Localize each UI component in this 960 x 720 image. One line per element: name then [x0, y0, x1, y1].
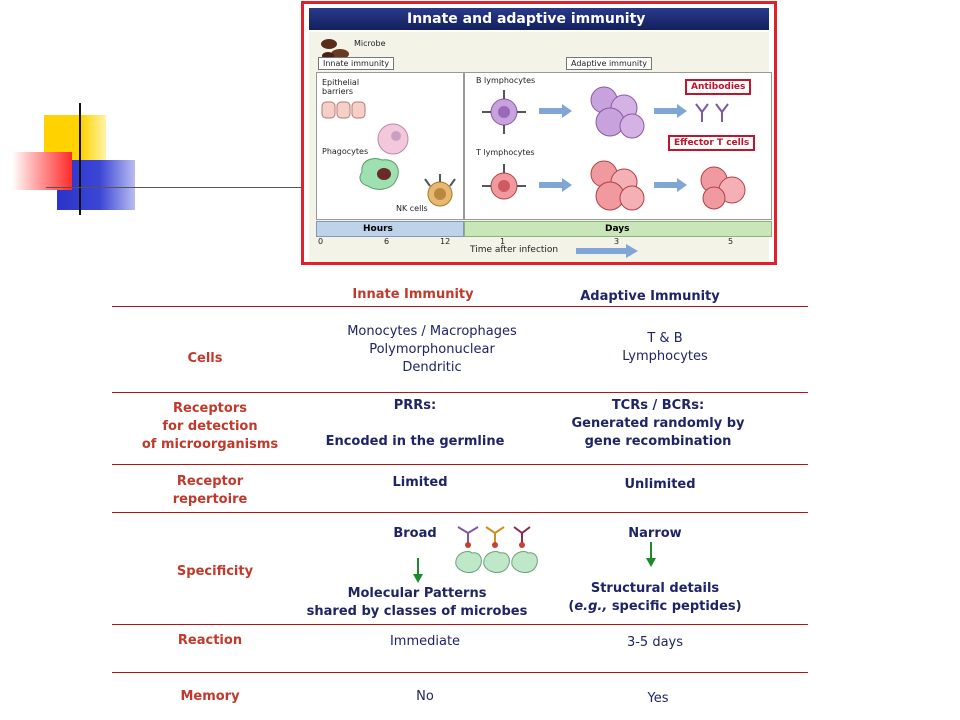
hours-bar: Hours [316, 221, 464, 237]
nk-cells-label: NK cells [396, 204, 428, 213]
tick-0: 0 [318, 237, 324, 246]
time-after-infection-label: Time after infection [470, 245, 559, 255]
innate-broad: Broad [393, 526, 437, 541]
effector-t-cells-box: Effector T cells [668, 135, 756, 151]
tick-5: 5 [728, 237, 734, 246]
innate-header: Innate Immunity [352, 287, 474, 302]
t-lymphocytes-label: T lymphocytes [476, 148, 535, 157]
table-rule [112, 392, 808, 393]
adaptive-narrow: Narrow [628, 526, 682, 541]
days-bar: Days [464, 221, 772, 237]
lymphocyte-expansion-diagram [482, 86, 746, 211]
phagocyte-pink-icon [377, 123, 409, 155]
adaptive-structural-details: Structural details (e.g., specific pepti… [568, 581, 742, 614]
b-lymphocytes-label: B lymphocytes [476, 76, 536, 85]
adaptive-header: Adaptive Immunity [580, 289, 720, 304]
row-label-receptors: Receptors for detection of microorganism… [141, 401, 279, 452]
table-rule [112, 512, 808, 513]
down-arrow-icon [646, 542, 656, 567]
innate-adaptive-figure: Innate and adaptive immunity Microbe Inn… [301, 1, 777, 265]
table-rule [112, 624, 808, 625]
innate-immunity-box: Innate immunity [318, 57, 395, 70]
decor-horizontal-line [46, 187, 301, 188]
tick-12: 12 [440, 237, 451, 246]
phagocyte-green-icon [359, 158, 399, 190]
tick-3: 3 [614, 237, 620, 246]
nk-cell-icon [424, 174, 456, 207]
down-arrow-icon [413, 558, 423, 583]
tick-1: 1 [500, 237, 506, 246]
adaptive-cells: T & B Lymphocytes [622, 331, 708, 364]
antibodies-box: Antibodies [685, 79, 752, 95]
innate-prrs: PRRs: [393, 398, 437, 413]
table-rule [112, 672, 808, 673]
decor-vertical-line [79, 103, 81, 215]
time-arrow-icon [576, 244, 638, 258]
row-label-repertoire: Receptor repertoire [172, 474, 248, 507]
row-label-cells: Cells [187, 351, 223, 366]
adaptive-reaction: 3-5 days [626, 635, 684, 650]
table-rule [112, 464, 808, 465]
innate-reaction: Immediate [389, 634, 461, 649]
phagocytes-label: Phagocytes [322, 147, 369, 156]
innate-encoded-germline: Encoded in the germline [325, 434, 505, 449]
adaptive-memory: Yes [647, 691, 669, 706]
table-rule [112, 306, 808, 307]
innate-cells: Monocytes / Macrophages Polymorphonuclea… [347, 324, 517, 375]
epithelial-barrier-icon [321, 101, 366, 119]
pathogen-receptor-illustration [455, 526, 538, 573]
figure-title: Innate and adaptive immunity [309, 8, 769, 30]
innate-molecular-patterns: Molecular Patterns shared by classes of … [306, 586, 528, 619]
adaptive-receptors: TCRs / BCRs: Generated randomly by gene … [571, 398, 745, 449]
innate-repertoire: Limited [392, 475, 448, 490]
adaptive-immunity-box: Adaptive immunity [566, 57, 652, 70]
adaptive-repertoire: Unlimited [624, 477, 696, 492]
innate-memory: No [416, 689, 434, 704]
row-label-memory: Memory [180, 689, 240, 704]
row-label-reaction: Reaction [177, 633, 243, 648]
decor-red-square [12, 152, 72, 190]
tick-6: 6 [384, 237, 390, 246]
microbe-label: Microbe [354, 39, 386, 48]
row-label-specificity: Specificity [176, 564, 254, 579]
